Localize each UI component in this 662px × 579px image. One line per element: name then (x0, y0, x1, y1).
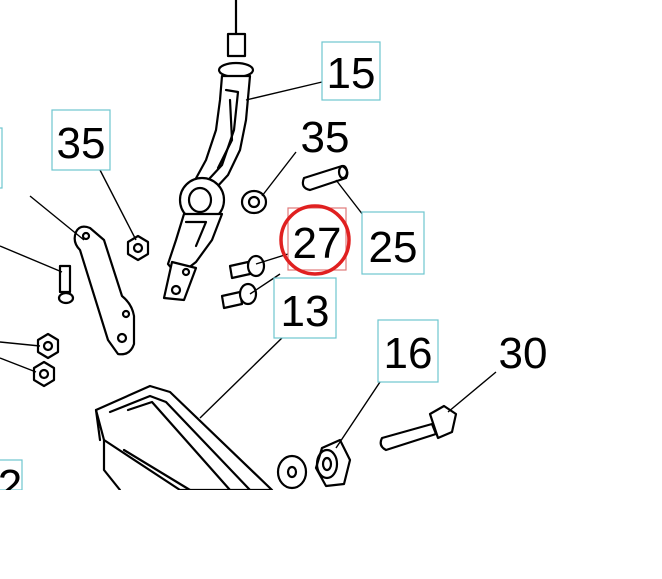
callout-13: 13 (273, 277, 337, 339)
callout-16: 16 (377, 319, 439, 383)
callout-35-right: 35 (301, 113, 350, 162)
callout-27: 27 (279, 204, 351, 276)
nut-left-upper (36, 332, 60, 360)
part-27-screw-lower (220, 282, 258, 310)
bottom-blank-area (0, 490, 662, 579)
small-bolt-left (57, 264, 75, 305)
callout-25: 25 (361, 211, 425, 275)
callout-edge-bottom: 2 (0, 459, 60, 510)
part-13-frame (94, 384, 274, 492)
washer (276, 454, 308, 490)
callout-30-label: 30 (499, 329, 548, 378)
part-16-bushing (314, 438, 352, 488)
callout-35-left: 35 (51, 109, 111, 171)
part-35-nut-left (126, 234, 150, 262)
callout-25-label: 25 (369, 223, 418, 272)
part-25-pin (301, 164, 349, 192)
callout-27-box (287, 207, 347, 271)
part-27-screw-upper (228, 254, 266, 280)
part-30-bolt (379, 404, 458, 452)
nut-left-lower (32, 360, 56, 388)
callout-15: 15 (321, 41, 381, 101)
callout-35-left-label: 35 (57, 119, 106, 168)
highlight-circle (279, 204, 351, 276)
callout-30: 30 (499, 329, 548, 378)
leader-lines (0, 81, 497, 449)
callout-edge-top (0, 127, 3, 189)
callout-13-label: 13 (281, 287, 330, 336)
part-15-steering-arm (162, 0, 255, 302)
bracket-plate (73, 225, 136, 356)
callout-27-label: 27 (293, 219, 342, 268)
callout-15-label: 15 (327, 49, 376, 98)
callout-16-label: 16 (384, 329, 433, 378)
part-35-nut-right (240, 189, 268, 215)
callout-35-right-label: 35 (301, 113, 350, 162)
